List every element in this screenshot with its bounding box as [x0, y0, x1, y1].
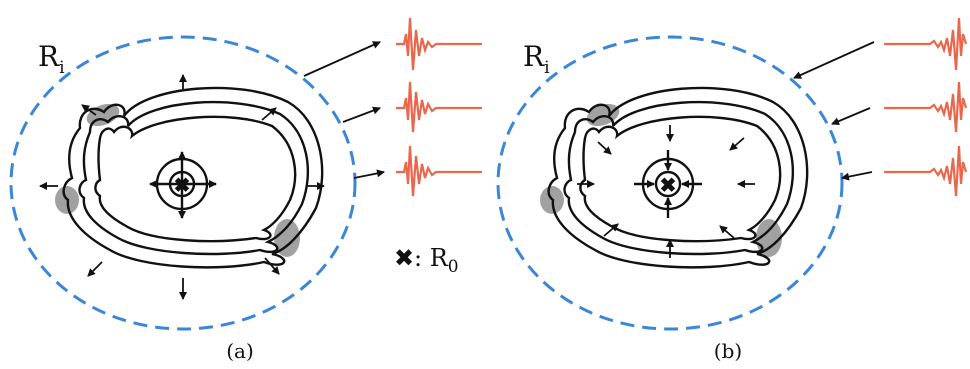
receiver-arrows-a: [303, 41, 385, 179]
seismogram-traces-b: [884, 17, 968, 197]
legend-text: : R0: [414, 244, 459, 277]
panel-a: Ri ✖: [9, 17, 482, 363]
source-crosshair-a: [149, 151, 217, 219]
boundary-label-b: Ri: [523, 40, 550, 78]
focus-x-icon-b: ✖: [660, 173, 677, 197]
wave-rings-a: [62, 86, 324, 269]
source-x-icon-a: ✖: [174, 173, 191, 197]
source-crosshair-b: [634, 150, 702, 218]
legend-a: ✖ : R0: [394, 244, 459, 277]
panel-b: Ri ✖: [496, 17, 968, 363]
boundary-label-a: Ri: [38, 40, 65, 78]
boundary-ellipse-b: [496, 35, 844, 331]
inward-arrows: [577, 125, 755, 258]
wave-rings-b: [547, 86, 809, 269]
caption-b: (b): [714, 339, 742, 363]
caption-a: (a): [226, 339, 254, 363]
source-arrows-b: [793, 41, 875, 181]
boundary-ellipse-a: [9, 35, 357, 331]
seismogram-traces-a: [396, 17, 482, 197]
legend-symbol: ✖: [394, 244, 414, 272]
outward-arrows: [39, 74, 325, 300]
